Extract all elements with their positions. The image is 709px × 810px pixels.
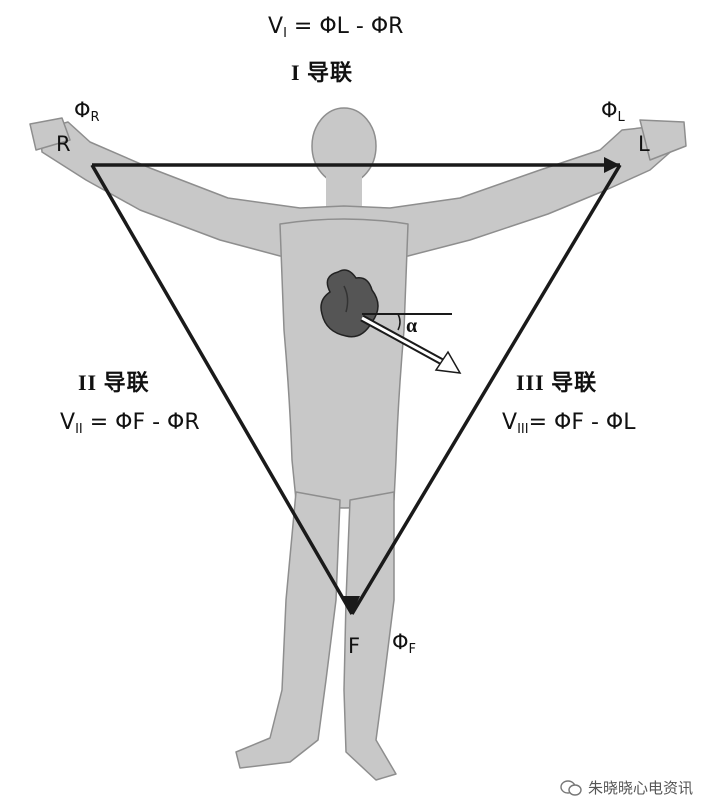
left-hand	[639, 119, 687, 161]
lead-iii-label: III 导联	[516, 370, 598, 395]
right-arm-potential: ΦR	[74, 98, 100, 125]
lead-ii-arrowhead	[342, 596, 360, 614]
left-leg-potential: ΦF	[392, 630, 417, 657]
lead-i-arrowhead	[604, 157, 620, 173]
lead-i-label: I 导联	[291, 60, 354, 85]
angle-alpha-label: α	[406, 315, 418, 337]
left-arm-potential: ΦL	[601, 98, 625, 125]
watermark-text: 朱晓晓心电资讯	[587, 779, 693, 797]
head	[311, 107, 377, 185]
torso	[279, 218, 409, 509]
lead-ii-axis	[90, 164, 354, 615]
einthoven-triangle	[90, 163, 622, 615]
electrode-r: R	[56, 132, 71, 156]
lead-iii-axis	[350, 164, 622, 615]
right-hand	[29, 117, 71, 151]
lead-ii-equation: VII = ΦF - ΦR	[60, 410, 200, 437]
angle-arc	[397, 313, 401, 331]
lead-i-equation: VI = ΦL - ΦR	[268, 14, 404, 41]
lead-iii-equation: VIII= ΦF - ΦL	[502, 410, 636, 437]
lead-ii-label: II 导联	[78, 370, 150, 395]
watermark: 朱晓晓心电资讯	[560, 777, 693, 798]
human-body-silhouette	[29, 107, 687, 781]
neck	[326, 176, 362, 208]
electrode-f: F	[348, 634, 361, 658]
wechat-icon	[560, 779, 582, 796]
cardiac-vector-arrow	[360, 314, 462, 374]
electrode-l: L	[638, 132, 650, 156]
right-leg	[235, 491, 341, 769]
